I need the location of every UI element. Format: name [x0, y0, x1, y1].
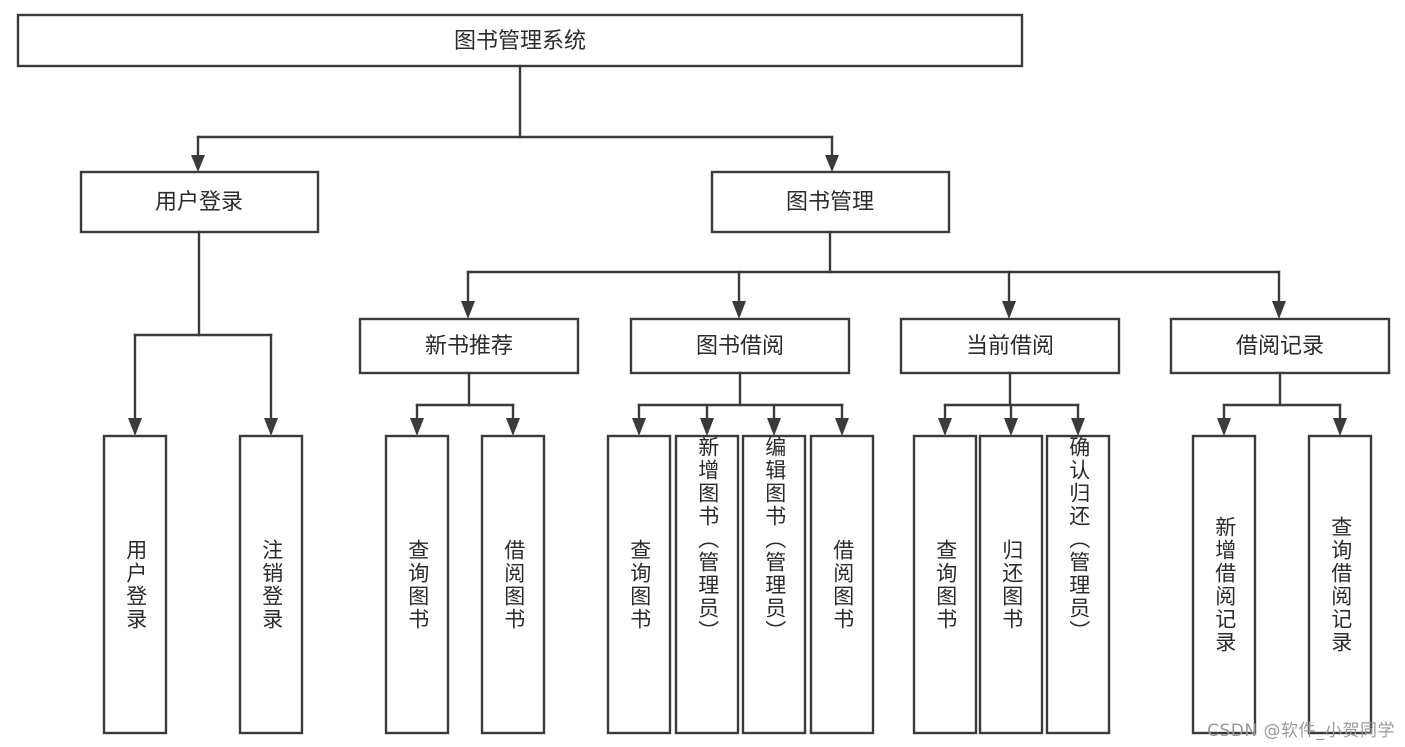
node-root-label: 图书管理系统: [454, 29, 586, 54]
leaf-box-user-logout[interactable]: [238, 434, 304, 735]
node-user-login[interactable]: 用户登录: [79, 170, 320, 234]
leaf-box-borrow-book-2[interactable]: [809, 434, 875, 735]
arrow-head-book-manage: [825, 155, 839, 172]
arrow-head-borrow-record: [1272, 301, 1286, 319]
arrow-head-query-book-1: [410, 418, 424, 436]
csdn-watermark: CSDN @软件_小贺同学: [1207, 721, 1395, 741]
connector-current-borrow-to-leaves: [938, 371, 1085, 436]
node-current-borrow-label: 当前借阅: [966, 334, 1054, 359]
leaf-box-return-book[interactable]: [978, 434, 1044, 735]
connector-borrow-record-to-leaves: [1217, 371, 1347, 436]
node-borrow-record-box[interactable]: [1169, 317, 1391, 375]
arrow-head-new-book-recommend: [461, 301, 475, 319]
node-book-manage[interactable]: 图书管理: [710, 170, 951, 234]
arrow-head-add-record: [1217, 418, 1231, 436]
arrow-head-query-book-2: [632, 418, 646, 436]
connector-new-book-recommend-to-leaves: [410, 371, 520, 436]
node-book-borrow-box[interactable]: [629, 317, 851, 375]
arrow-head-book-borrow: [732, 301, 746, 319]
arrow-head-user-login: [191, 155, 205, 172]
node-borrow-record-label: 借阅记录: [1236, 334, 1324, 359]
node-new-book-recommend-box[interactable]: [358, 317, 580, 375]
leaf-box-query-book-3[interactable]: [912, 434, 978, 735]
node-current-borrow-box[interactable]: [899, 317, 1121, 375]
leaf-box-add-book[interactable]: [674, 434, 740, 735]
arrow-head-edit-book: [767, 418, 781, 436]
node-root[interactable]: 图书管理系统: [16, 13, 1024, 68]
arrow-head-borrow-book-1: [506, 418, 520, 436]
arrow-head-current-borrow: [1002, 301, 1016, 319]
node-book-manage-label: 图书管理: [786, 190, 874, 215]
node-book-manage-box[interactable]: [710, 170, 951, 234]
arrow-head-borrow-book-2: [835, 418, 849, 436]
connector-book-borrow-to-leaves: [632, 371, 849, 436]
node-user-login-label: 用户登录: [155, 190, 243, 215]
connector-root-to-level2: [191, 64, 839, 172]
node-root-box[interactable]: [16, 13, 1024, 68]
node-borrow-record[interactable]: 借阅记录: [1169, 317, 1391, 375]
arrow-head-query-book-3: [938, 418, 952, 436]
arrow-head-leaf-user-logout: [264, 418, 278, 436]
leaf-box-query-record[interactable]: [1307, 434, 1373, 735]
leaf-box-query-book-1[interactable]: [384, 434, 450, 735]
leaf-box-add-record[interactable]: [1191, 434, 1257, 735]
leaf-box-edit-book[interactable]: [741, 434, 807, 735]
node-book-borrow-label: 图书借阅: [696, 334, 784, 359]
arrow-head-add-book: [700, 418, 714, 436]
node-current-borrow[interactable]: 当前借阅: [899, 317, 1121, 375]
node-new-book-recommend[interactable]: 新书推荐: [358, 317, 580, 375]
arrow-head-leaf-user-login: [128, 418, 142, 436]
leaf-box-borrow-book-1[interactable]: [480, 434, 546, 735]
leaf-box-user-login[interactable]: [102, 434, 168, 735]
connector-user-login-to-leaves: [128, 230, 278, 436]
arrow-head-confirm-return: [1071, 418, 1085, 436]
arrow-head-query-record: [1333, 418, 1347, 436]
node-new-book-recommend-label: 新书推荐: [425, 334, 513, 359]
leaf-box-query-book-2[interactable]: [606, 434, 672, 735]
connector-book-manage-to-level3: [461, 230, 1286, 319]
arrow-head-return-book: [1004, 418, 1018, 436]
node-book-borrow[interactable]: 图书借阅: [629, 317, 851, 375]
leaf-box-confirm-return[interactable]: [1045, 434, 1111, 735]
